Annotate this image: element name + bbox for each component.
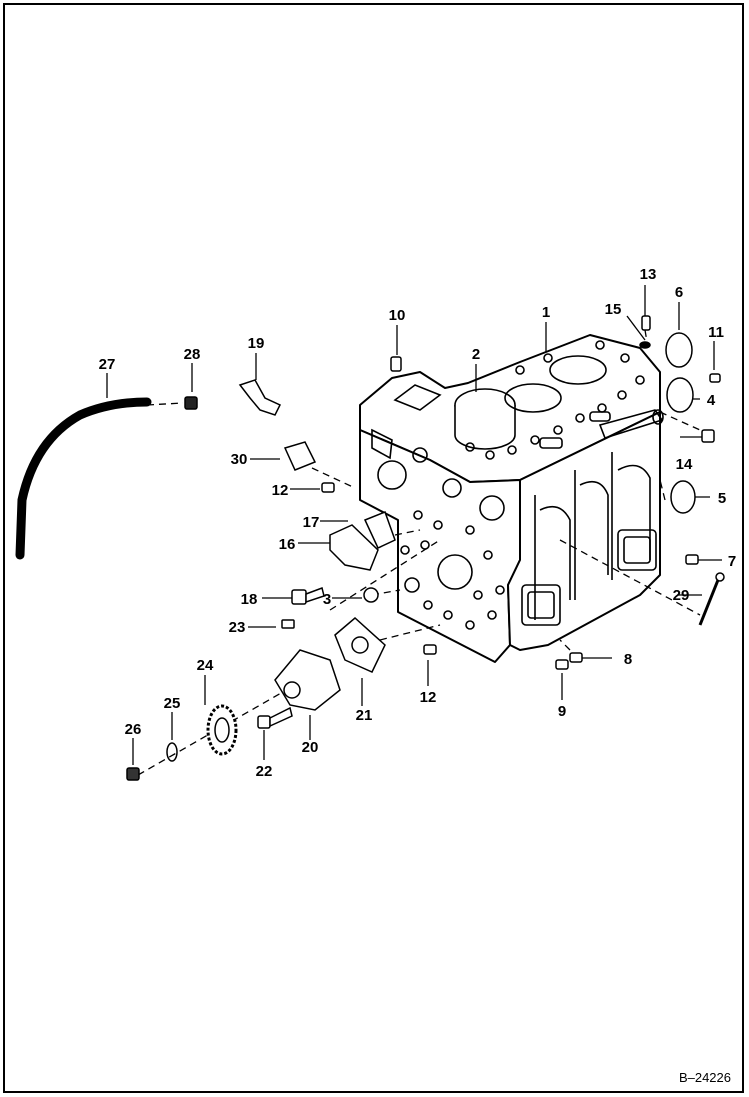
callout-9: 9	[558, 703, 566, 720]
block-details	[371, 340, 664, 630]
callout-18: 18	[241, 591, 258, 608]
callout-21: 21	[356, 707, 373, 724]
callout-25: 25	[164, 695, 181, 712]
strainer-17	[363, 511, 396, 549]
callout-28: 28	[184, 346, 201, 363]
cover-plate-16	[329, 524, 379, 571]
callout-6: 6	[675, 284, 683, 301]
dipstick-29	[698, 579, 720, 626]
gasket-21	[334, 617, 386, 673]
callout-19: 19	[248, 335, 265, 352]
callout-29: 29	[673, 587, 690, 604]
dipstick-guide-tube	[15, 397, 152, 560]
callout-20: 20	[302, 739, 319, 756]
callout-2: 2	[472, 346, 480, 363]
callout-1: 1	[542, 304, 550, 321]
callout-labels: 1 2 3 4 5 6 7 8 9 10 11 12 12 13 14 15 1…	[99, 266, 737, 780]
callout-12a: 12	[272, 482, 289, 499]
cylinder-block	[359, 334, 661, 663]
filter-30	[283, 441, 317, 471]
callout-17: 17	[303, 514, 320, 531]
callout-22: 22	[256, 763, 273, 780]
callout-16: 16	[279, 536, 296, 553]
callout-8: 8	[624, 651, 632, 668]
plug-28	[184, 396, 198, 410]
callout-15: 15	[605, 301, 622, 318]
callout-11: 11	[708, 324, 724, 341]
page-border	[3, 3, 744, 1093]
small-parts	[15, 315, 725, 781]
callout-23: 23	[229, 619, 246, 636]
oil-pump-20	[274, 649, 341, 711]
callout-26: 26	[125, 721, 142, 738]
callout-14: 14	[676, 456, 693, 473]
callout-24: 24	[197, 657, 214, 674]
callout-3: 3	[323, 591, 331, 608]
callout-7: 7	[728, 553, 736, 570]
figure-id-label: B–24226	[678, 1070, 731, 1085]
callout-4: 4	[707, 392, 716, 409]
callout-13: 13	[640, 266, 657, 283]
callout-leaders	[106, 285, 722, 765]
callout-10: 10	[389, 307, 406, 324]
callout-12b: 12	[420, 689, 437, 706]
callout-30: 30	[231, 451, 248, 468]
callout-27: 27	[99, 356, 116, 373]
callout-5: 5	[718, 490, 726, 507]
fitting-19	[238, 379, 282, 416]
